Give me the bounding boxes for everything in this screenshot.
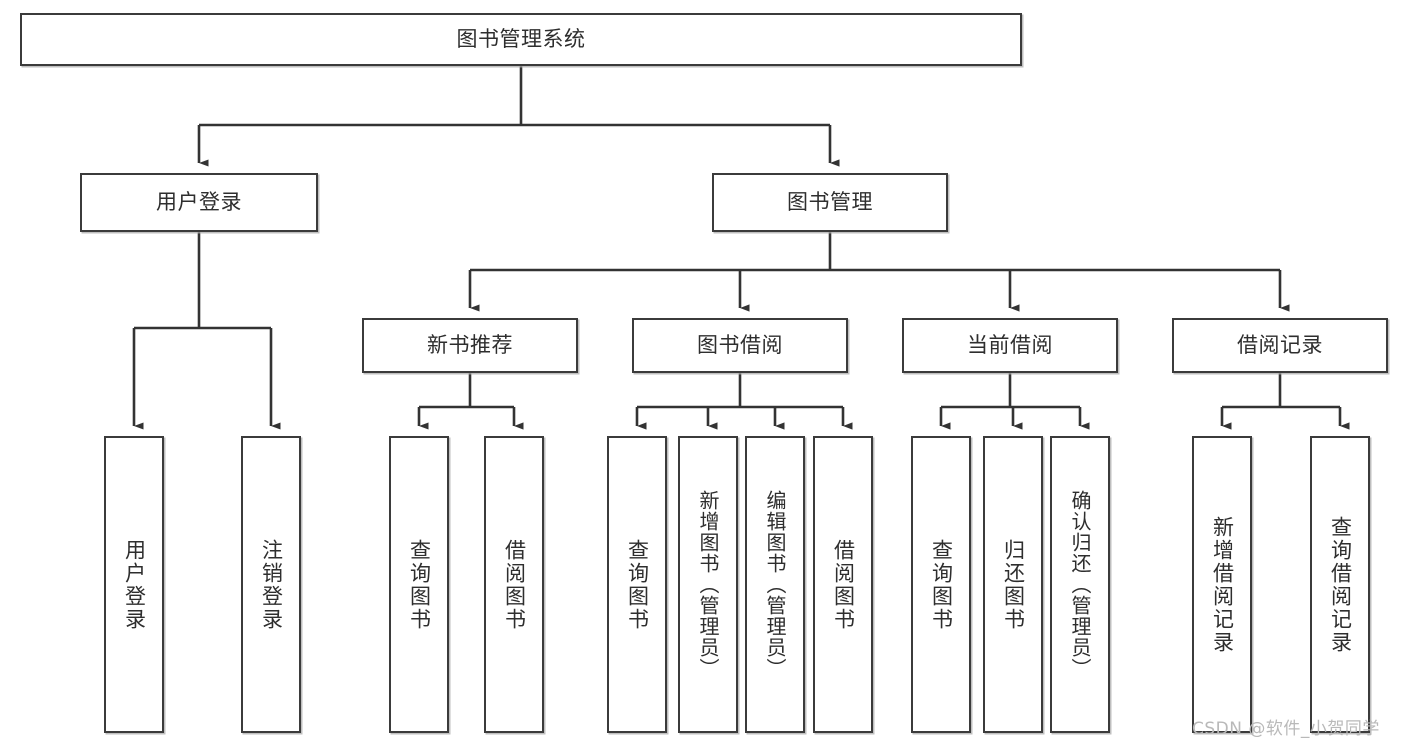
node-book-borrow[interactable]: 图书借阅	[632, 318, 848, 373]
node-leaf-query-book-borrow[interactable]: 查询图书	[607, 436, 667, 733]
csdn-watermark: CSDN @软件_小贺同学	[1192, 719, 1380, 739]
node-leaf-label: 归还图书	[1001, 538, 1026, 631]
node-leaf-query-book-current[interactable]: 查询图书	[911, 436, 971, 733]
node-leaf-user-login[interactable]: 用户登录	[104, 436, 164, 733]
node-borrow-records[interactable]: 借阅记录	[1172, 318, 1388, 373]
node-root-system[interactable]: 图书管理系统	[20, 13, 1022, 66]
node-leaf-label: 查询借阅记录	[1328, 515, 1353, 654]
node-leaf-label: 编辑图书（管理员）	[763, 490, 787, 679]
node-leaf-borrow-book-recommend[interactable]: 借阅图书	[484, 436, 544, 733]
node-leaf-label: 借阅图书	[831, 538, 856, 631]
node-leaf-query-borrow-record[interactable]: 查询借阅记录	[1310, 436, 1370, 733]
node-leaf-label: 借阅图书	[502, 538, 527, 631]
node-leaf-label: 注销登录	[259, 538, 284, 631]
node-user-login[interactable]: 用户登录	[80, 173, 318, 232]
node-book-management[interactable]: 图书管理	[712, 173, 948, 232]
node-leaf-label: 查询图书	[625, 538, 650, 631]
node-leaf-label: 新增借阅记录	[1210, 515, 1235, 654]
node-new-book-recommend[interactable]: 新书推荐	[362, 318, 578, 373]
node-leaf-borrow-book[interactable]: 借阅图书	[813, 436, 873, 733]
node-leaf-return-book[interactable]: 归还图书	[983, 436, 1043, 733]
node-leaf-add-book-admin[interactable]: 新增图书（管理员）	[678, 436, 738, 733]
node-current-borrow[interactable]: 当前借阅	[902, 318, 1118, 373]
node-leaf-label: 用户登录	[122, 538, 147, 631]
node-leaf-label: 确认归还（管理员）	[1068, 490, 1092, 679]
node-leaf-logout[interactable]: 注销登录	[241, 436, 301, 733]
node-leaf-confirm-return-admin[interactable]: 确认归还（管理员）	[1050, 436, 1110, 733]
node-leaf-label: 查询图书	[929, 538, 954, 631]
node-leaf-query-book-recommend[interactable]: 查询图书	[389, 436, 449, 733]
node-leaf-edit-book-admin[interactable]: 编辑图书（管理员）	[745, 436, 805, 733]
node-leaf-label: 查询图书	[407, 538, 432, 631]
node-leaf-add-borrow-record[interactable]: 新增借阅记录	[1192, 436, 1252, 733]
node-leaf-label: 新增图书（管理员）	[696, 490, 720, 679]
